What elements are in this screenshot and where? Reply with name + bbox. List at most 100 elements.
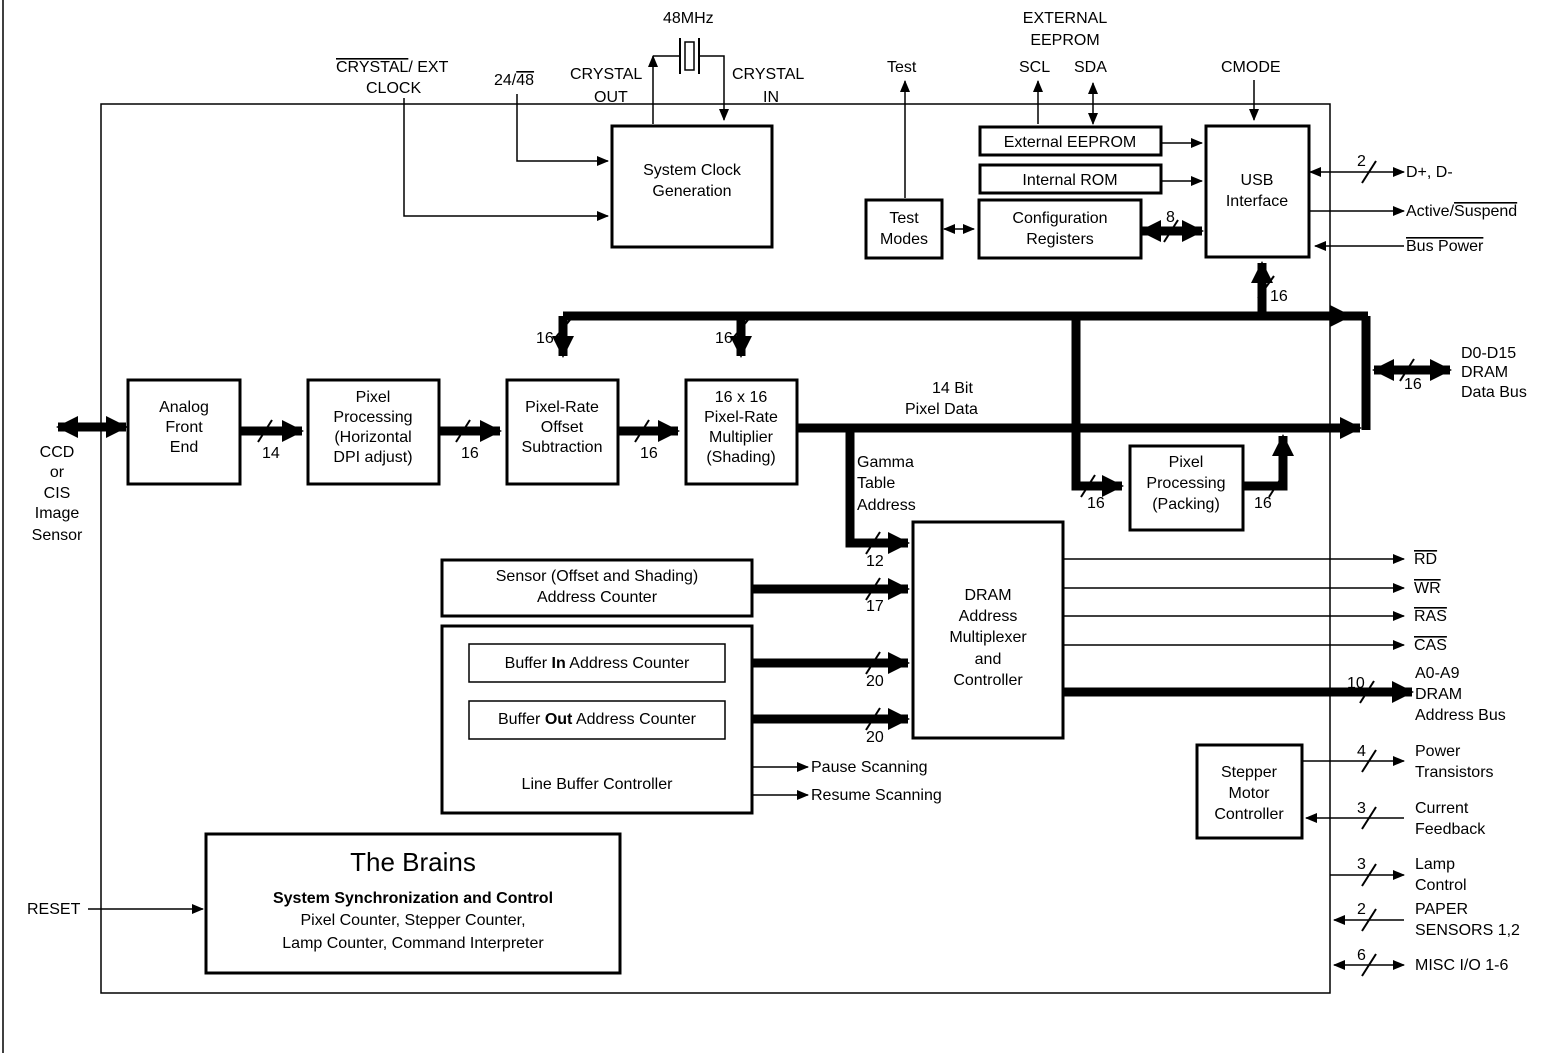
svg-text:A0-A9: A0-A9 (1415, 665, 1460, 682)
svg-text:Controller: Controller (1214, 806, 1284, 823)
svg-text:Processing: Processing (1146, 475, 1225, 492)
svg-text:Offset: Offset (541, 419, 584, 436)
svg-text:3: 3 (1357, 856, 1366, 873)
svg-text:4: 4 (1357, 743, 1366, 760)
bus-width-marks: 14 16 16 8 16 16 16 16 16 16 12 17 20 20… (257, 153, 1422, 977)
chip-boundary (100, 103, 1331, 994)
svg-text:D+, D-: D+, D- (1406, 164, 1453, 181)
svg-text:16: 16 (1270, 288, 1288, 305)
svg-text:Pause Scanning: Pause Scanning (811, 759, 928, 776)
svg-text:Address: Address (959, 608, 1018, 625)
svg-text:Feedback: Feedback (1415, 821, 1486, 838)
svg-text:Pixel-Rate: Pixel-Rate (704, 409, 778, 426)
svg-text:Line Buffer Controller: Line Buffer Controller (522, 776, 674, 793)
test-modes-block: Test Modes (864, 198, 944, 260)
svg-text:DRAM: DRAM (1415, 686, 1462, 703)
svg-text:Sensor: Sensor (32, 527, 83, 544)
svg-text:14: 14 (262, 445, 280, 462)
svg-text:Current: Current (1415, 800, 1469, 817)
svg-text:External EEPROM: External EEPROM (1004, 134, 1136, 151)
svg-text:2: 2 (1357, 153, 1366, 170)
block-label: Analog (159, 399, 209, 416)
svg-text:(Shading): (Shading) (706, 449, 775, 466)
svg-text:Lamp Counter, Command Interpre: Lamp Counter, Command Interpreter (282, 935, 544, 952)
svg-text:and: and (975, 651, 1002, 668)
svg-text:Sensor (Offset and Shading): Sensor (Offset and Shading) (496, 568, 699, 585)
pixel-processing-horizontal-block: Pixel Processing (Horizontal DPI adjust) (306, 378, 441, 486)
buffer-out-counter-block: Buffer Out Address Counter (468, 700, 726, 740)
system-clock-block: System Clock Generation (610, 124, 774, 249)
svg-text:Subtraction: Subtraction (522, 439, 603, 456)
svg-text:Pixel Data: Pixel Data (905, 401, 978, 418)
svg-text:Generation: Generation (652, 183, 731, 200)
svg-text:(Horizontal: (Horizontal (334, 429, 411, 446)
svg-text:Configuration: Configuration (1012, 210, 1107, 227)
svg-text:RESET: RESET (27, 901, 81, 918)
block-label: Front (165, 419, 203, 436)
svg-text:CRYSTAL: CRYSTAL (570, 66, 642, 83)
external-eeprom-block: External EEPROM (978, 125, 1163, 157)
svg-text:Active/Suspend: Active/Suspend (1406, 203, 1517, 220)
svg-text:CLOCK: CLOCK (366, 80, 421, 97)
svg-text:SENSORS 1,2: SENSORS 1,2 (1415, 922, 1520, 939)
svg-text:The Brains: The Brains (350, 847, 476, 877)
svg-text:20: 20 (866, 673, 884, 690)
svg-text:System Synchronization and Con: System Synchronization and Control (273, 890, 553, 907)
buses (56, 220, 1452, 730)
svg-text:Transistors: Transistors (1415, 764, 1494, 781)
svg-text:Power: Power (1415, 743, 1461, 760)
svg-text:D0-D15: D0-D15 (1461, 345, 1516, 362)
svg-text:Buffer In Address Counter: Buffer In Address Counter (505, 655, 690, 672)
svg-text:Pixel: Pixel (356, 389, 391, 406)
svg-text:DPI adjust): DPI adjust) (333, 449, 412, 466)
svg-text:16: 16 (1404, 376, 1422, 393)
pixel-packing-block: Pixel Processing (Packing) (1128, 444, 1245, 532)
signal-labels: CRYSTAL/ EXT CLOCK 24/48 CRYSTAL OUT 48M… (27, 10, 1527, 974)
svg-text:SCL: SCL (1019, 59, 1050, 76)
svg-text:CIS: CIS (44, 485, 71, 502)
svg-text:16: 16 (1254, 495, 1272, 512)
svg-text:Internal ROM: Internal ROM (1022, 172, 1117, 189)
dram-controller-block: DRAM Address Multiplexer and Controller (911, 520, 1065, 740)
svg-text:14 Bit: 14 Bit (932, 380, 973, 397)
svg-text:2: 2 (1357, 901, 1366, 918)
svg-text:IN: IN (763, 89, 779, 106)
svg-text:6: 6 (1357, 947, 1366, 964)
svg-text:Address Bus: Address Bus (1415, 707, 1506, 724)
svg-text:EXTERNAL: EXTERNAL (1023, 10, 1108, 27)
svg-text:Gamma: Gamma (857, 454, 914, 471)
internal-rom-block: Internal ROM (978, 163, 1163, 195)
svg-text:24/48: 24/48 (494, 72, 534, 89)
block-label: End (170, 439, 198, 456)
svg-text:Table: Table (857, 475, 895, 492)
svg-text:16: 16 (461, 445, 479, 462)
svg-text:Control: Control (1415, 877, 1467, 894)
sensor-address-counter-block: Sensor (Offset and Shading) Address Coun… (440, 558, 754, 618)
svg-text:CRYSTAL/ EXT: CRYSTAL/ EXT (336, 59, 449, 76)
svg-text:or: or (50, 464, 65, 481)
svg-text:Controller: Controller (953, 672, 1023, 689)
svg-text:Buffer Out Address Counter: Buffer Out Address Counter (498, 711, 697, 728)
svg-text:MISC I/O 1-6: MISC I/O 1-6 (1415, 957, 1508, 974)
svg-text:48MHz: 48MHz (663, 10, 714, 27)
svg-text:16: 16 (536, 330, 554, 347)
svg-text:Image: Image (35, 505, 80, 522)
svg-text:Address: Address (857, 497, 916, 514)
svg-text:Address Counter: Address Counter (537, 589, 658, 606)
usb-interface-block: USB Interface (1204, 124, 1311, 259)
svg-text:17: 17 (866, 598, 884, 615)
stepper-controller-block: Stepper Motor Controller (1195, 743, 1304, 840)
svg-text:WR: WR (1414, 580, 1441, 597)
svg-text:12: 12 (866, 553, 884, 570)
svg-text:CCD: CCD (40, 444, 75, 461)
svg-text:(Packing): (Packing) (1152, 496, 1220, 513)
svg-text:Pixel-Rate: Pixel-Rate (525, 399, 599, 416)
svg-text:10: 10 (1347, 675, 1365, 692)
svg-text:16: 16 (715, 330, 733, 347)
analog-front-end-block: Analog Front End (126, 378, 242, 486)
svg-text:Interface: Interface (1226, 193, 1288, 210)
svg-text:16: 16 (640, 445, 658, 462)
svg-text:Pixel: Pixel (1169, 454, 1204, 471)
svg-text:Test: Test (887, 59, 917, 76)
